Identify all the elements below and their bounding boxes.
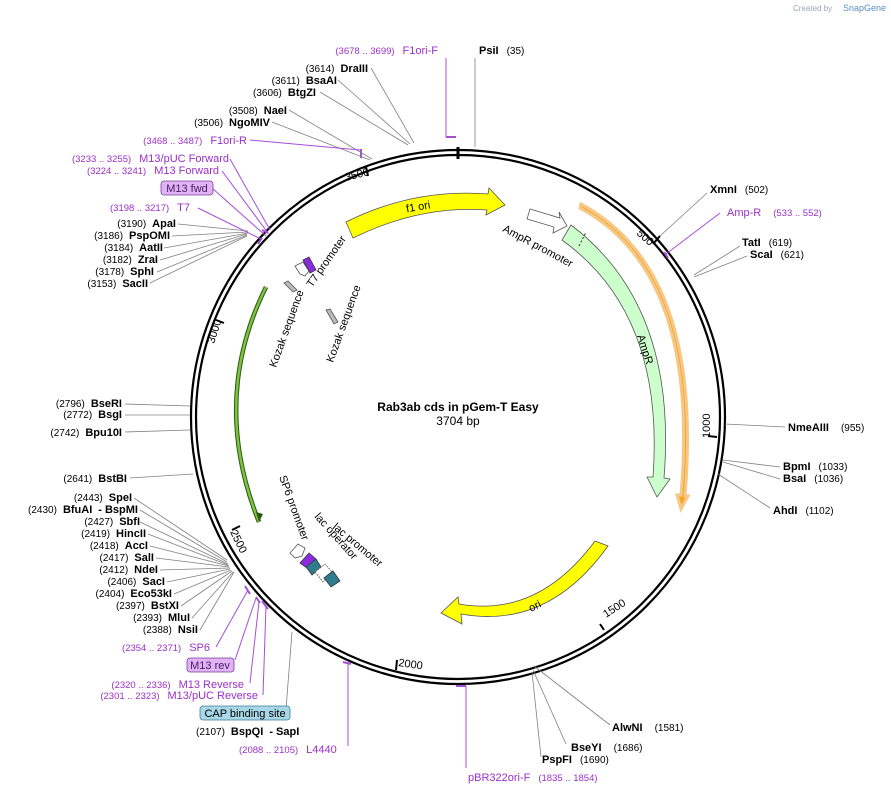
enzyme-label-hincii[interactable]: (2419)HincII <box>81 528 146 540</box>
snapgene-watermark: Created by SnapGene <box>793 3 886 13</box>
enzyme-label-bfuai[interactable]: (2430)BfuAI- BspMI <box>28 504 138 516</box>
primer-label-f1ori-r[interactable]: (3468 .. 3487)F1ori-R <box>143 135 247 147</box>
primer-label-m13-puc-forward[interactable]: (3233 .. 3255)M13/pUC Forward <box>72 153 229 165</box>
tick-label-500: 500 <box>634 227 656 248</box>
primer-label-f1ori-f[interactable]: (3678 .. 3699)F1ori-F <box>335 45 438 57</box>
enzyme-label-nmeaiii[interactable]: NmeAIII(955) <box>788 422 864 434</box>
tick-label-3500: 3500 <box>344 166 371 184</box>
watermark-created-by: Created by <box>793 4 832 13</box>
tick-label-1500: 1500 <box>601 597 628 620</box>
primer-labels: (3678 .. 3699)F1ori-F (3468 .. 3487)F1or… <box>72 45 822 784</box>
enzyme-label-sbfi[interactable]: (2427)SbfI <box>84 516 140 528</box>
feature-kozak-2-label: Kozak sequence <box>325 283 364 364</box>
primer-label-m13-forward[interactable]: (3224 .. 3241)M13 Forward <box>87 165 219 177</box>
watermark-brand: SnapGene <box>843 3 886 13</box>
tick-label-2000: 2000 <box>398 657 424 672</box>
feature-ori-label: ori <box>527 598 543 614</box>
enzyme-label-bsaai[interactable]: (3611)BsaAI <box>272 75 337 87</box>
feature-sp6-promoter-label: SP6 promoter <box>276 474 311 542</box>
feature-f1-ori-label: f1 ori <box>405 199 431 215</box>
enzyme-labels-right: PsiI(35) XmnI(502) TatI(619) ScaI(621) N… <box>479 45 864 766</box>
tick-label-1000: 1000 <box>701 414 713 438</box>
enzyme-label-naei[interactable]: (3508)NaeI <box>229 105 287 117</box>
enzyme-label-apai[interactable]: (3190)ApaI <box>117 218 176 230</box>
enzyme-label-scai[interactable]: ScaI(621) <box>750 249 804 261</box>
feature-kozak-1-label: Kozak sequence <box>268 288 307 369</box>
plasmid-size: 3704 bp <box>436 414 480 428</box>
feature-t7-promoter[interactable]: T7 promoter <box>294 233 349 290</box>
primer-label-l4440[interactable]: (2088 .. 2105)L4440 <box>239 744 337 756</box>
m13-rev-badge-label: M13 rev <box>190 660 230 672</box>
enzyme-label-bstxi[interactable]: (2397)BstXI <box>116 600 179 612</box>
enzyme-label-pspomi[interactable]: (3186)PspOMI <box>94 230 170 242</box>
enzyme-label-ndei[interactable]: (2412)NdeI <box>99 564 158 576</box>
enzyme-label-mlui[interactable]: (2393)MluI <box>133 612 190 624</box>
enzyme-label-bpu10i[interactable]: (2742)Bpu10I <box>50 427 122 439</box>
enzyme-label-bsgi[interactable]: (2772)BsgI <box>63 409 122 421</box>
enzyme-labels-left: (2107)BspQI- SapI (2388)NsiI (2393)MluI … <box>28 63 368 738</box>
enzyme-label-bspqi[interactable]: (2107)BspQI- SapI <box>196 726 299 738</box>
tick-label-2500: 2500 <box>227 528 249 555</box>
primer-label-m13-puc-reverse[interactable]: (2301 .. 2323)M13/pUC Reverse <box>100 690 258 702</box>
enzyme-label-zrai[interactable]: (3182)ZraI <box>103 254 158 266</box>
feature-kozak-1[interactable]: Kozak sequence <box>268 280 307 369</box>
enzyme-label-eco53ki[interactable]: (2404)Eco53kI <box>96 588 173 600</box>
cap-binding-site-label: CAP binding site <box>204 708 285 720</box>
enzyme-label-btgzi[interactable]: (3606)BtgZI <box>253 87 316 99</box>
primer-label-pbr322ori-f[interactable]: pBR322ori-F(1835 .. 1854) <box>468 772 598 784</box>
m13-rev-badge[interactable]: M13 rev <box>186 657 235 673</box>
enzyme-label-aatii[interactable]: (3184)AatII <box>104 242 163 254</box>
enzyme-label-tati[interactable]: TatI(619) <box>742 237 792 249</box>
enzyme-label-ahdi[interactable]: AhdI(1102) <box>773 505 834 517</box>
enzyme-label-acci[interactable]: (2418)AccI <box>90 540 148 552</box>
enzyme-label-alwni[interactable]: AlwNI(1581) <box>612 722 683 734</box>
enzyme-label-bstbi[interactable]: (2641)BstBI <box>63 473 127 485</box>
feature-f1-ori[interactable]: f1 ori <box>345 187 506 239</box>
m13-fwd-badge-label: M13 fwd <box>166 183 208 195</box>
feature-insert-cds[interactable] <box>233 286 269 523</box>
enzyme-label-bpmi[interactable]: BpmI(1033) <box>783 461 847 473</box>
enzyme-label-psii[interactable]: PsiI(35) <box>479 45 524 57</box>
enzyme-label-bsai[interactable]: BsaI(1036) <box>783 473 843 485</box>
enzyme-label-spei[interactable]: (2443)SpeI <box>74 492 132 504</box>
feature-ori[interactable]: ori <box>440 540 609 625</box>
m13-fwd-badge[interactable]: M13 fwd <box>160 180 214 196</box>
feature-kozak-2[interactable]: Kozak sequence <box>325 283 364 364</box>
feature-ampr-orf[interactable] <box>578 201 691 513</box>
feature-sp6-promoter[interactable]: SP6 promoter <box>276 474 311 559</box>
primer-label-m13-reverse[interactable]: (2320 .. 2336)M13 Reverse <box>111 679 244 691</box>
feature-ampr-label: AmpR <box>634 333 655 366</box>
enzyme-leaders <box>124 58 786 758</box>
enzyme-label-sacii[interactable]: (3153)SacII <box>87 278 148 290</box>
enzyme-label-xmni[interactable]: XmnI(502) <box>710 184 768 196</box>
plasmid-name: Rab3ab cds in pGem-T Easy <box>377 400 539 414</box>
enzyme-label-nsii[interactable]: (2388)NsiI <box>143 624 198 636</box>
enzyme-label-bseri[interactable]: (2796)BseRI <box>56 398 122 410</box>
primer-label-t7[interactable]: (3198 .. 3217)T7 <box>110 202 190 214</box>
enzyme-label-pspfi[interactable]: PspFI(1690) <box>542 754 609 766</box>
primer-leaders <box>197 58 721 768</box>
enzyme-label-saci[interactable]: (2406)SacI <box>107 576 165 588</box>
enzyme-label-ngomiv[interactable]: (3506)NgoMIV <box>194 117 271 129</box>
primer-label-amp-r[interactable]: Amp-R(533 .. 552) <box>727 207 822 219</box>
primer-marks <box>244 136 669 687</box>
enzyme-label-sali[interactable]: (2417)SalI <box>100 552 154 564</box>
feature-ampr[interactable]: AmpR <box>561 224 671 498</box>
enzyme-label-draiii[interactable]: (3614)DraIII <box>306 63 368 75</box>
cap-binding-site-badge[interactable]: CAP binding site <box>199 705 291 721</box>
feature-ampr-promoter-label: AmpR promoter <box>501 223 575 270</box>
enzyme-label-bseyi[interactable]: BseYI(1686) <box>571 742 642 754</box>
enzyme-label-sphi[interactable]: (3178)SphI <box>95 266 154 278</box>
primer-label-sp6[interactable]: (2354 .. 2371)SP6 <box>122 642 210 654</box>
